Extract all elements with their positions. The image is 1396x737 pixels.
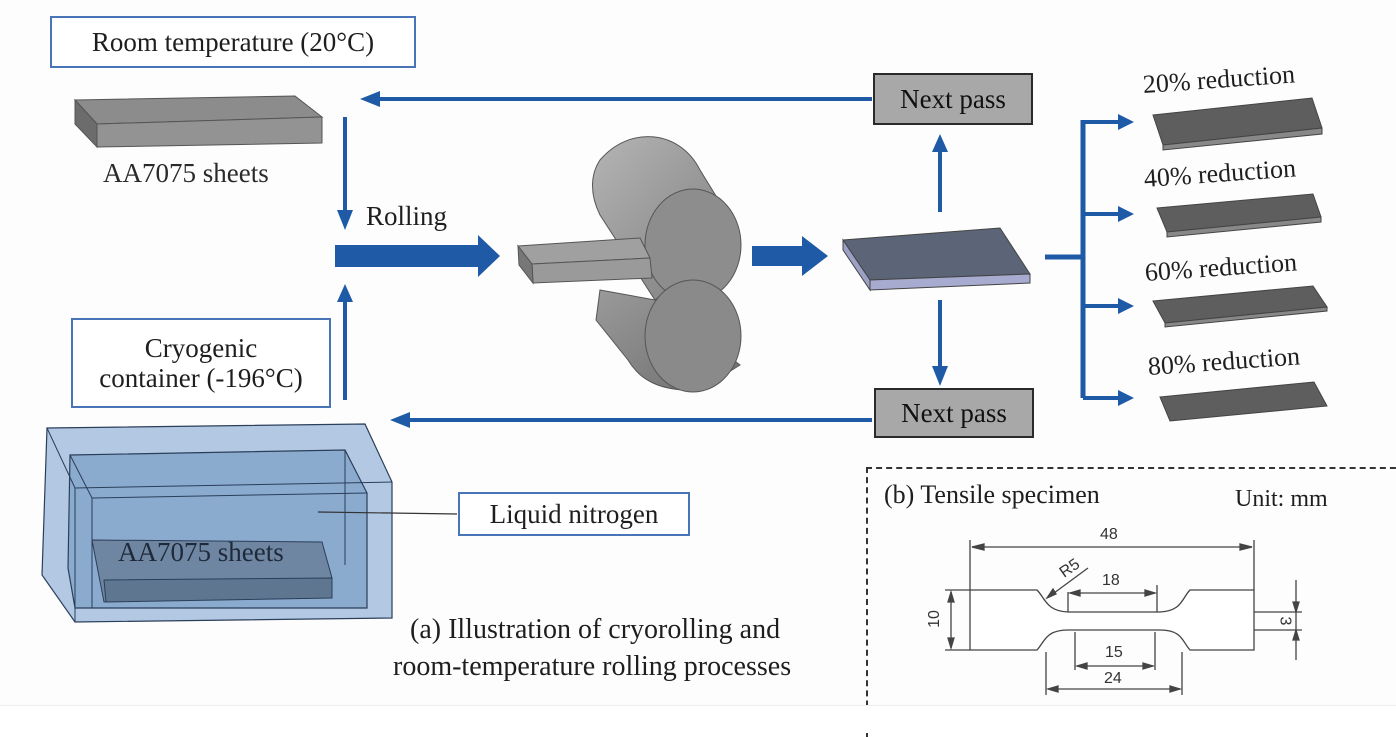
caption-panel-a-line1: (a) Illustration of cryorolling and [410,614,781,645]
arrow-to-rolled-sheet [752,236,828,276]
return-arrow-bottom [390,412,872,428]
sheet-60-reduction [1152,285,1328,328]
tensile-specimen-title: (b) Tensile specimen [884,480,1100,509]
cryogenic-container-label: Cryogenic container (-196°C) [71,318,331,408]
liquid-nitrogen-label: Liquid nitrogen [458,492,690,536]
return-arrow-top [360,91,872,107]
unit-label: Unit: mm [1235,486,1328,512]
reduction-branch-arrows [1045,114,1134,406]
bottom-roller [595,279,742,393]
rolling-label: Rolling [366,201,448,231]
room-temperature-label: Room temperature (20°C) [50,16,416,68]
next-pass-text-bottom: Next pass [901,397,1007,428]
cryogenic-container [41,423,458,623]
cryogenic-label-line2: container (-196°C) [99,363,303,393]
room-temperature-text: Room temperature (20°C) [91,26,375,57]
arrow-down-next-pass [932,300,948,386]
next-pass-box-top: Next pass [873,73,1033,125]
cryogenic-label-line1: Cryogenic [144,332,258,363]
tensile-specimen-drawing [945,540,1302,695]
next-pass-box-bottom: Next pass [874,388,1034,438]
rolling-arrow [335,235,500,277]
arrow-down-room-temp [337,117,353,230]
arrow-up-next-pass [932,134,948,212]
caption-panel-a-line2: room-temperature rolling processes [393,651,792,682]
sheet-entering-rollers [517,237,653,285]
bottom-margin [0,705,1396,733]
dim-gauge-bottom: 15 [1105,644,1123,661]
aa7075-sheet-top [73,95,324,149]
tensile-specimen-panel [866,467,1396,737]
dim-gauge-width: 3 [1276,616,1294,626]
dim-grip-width: 10 [925,610,943,628]
dim-gauge-top: 18 [1102,572,1120,589]
dim-reduced-section: 24 [1104,670,1122,687]
sheet-20-reduction [1152,97,1323,151]
arrow-up-cryo [337,284,353,400]
aa7075-sheets-label-top: AA7075 sheets [103,158,269,188]
rolled-sheet [842,227,1031,292]
aa7075-sheets-label-container: AA7075 sheets [118,537,284,567]
next-pass-text-top: Next pass [900,83,1006,114]
sheet-40-reduction [1156,193,1322,238]
liquid-nitrogen-text: Liquid nitrogen [489,498,659,529]
dim-overall-length: 48 [1100,526,1118,543]
sheet-80-reduction [1159,381,1328,422]
